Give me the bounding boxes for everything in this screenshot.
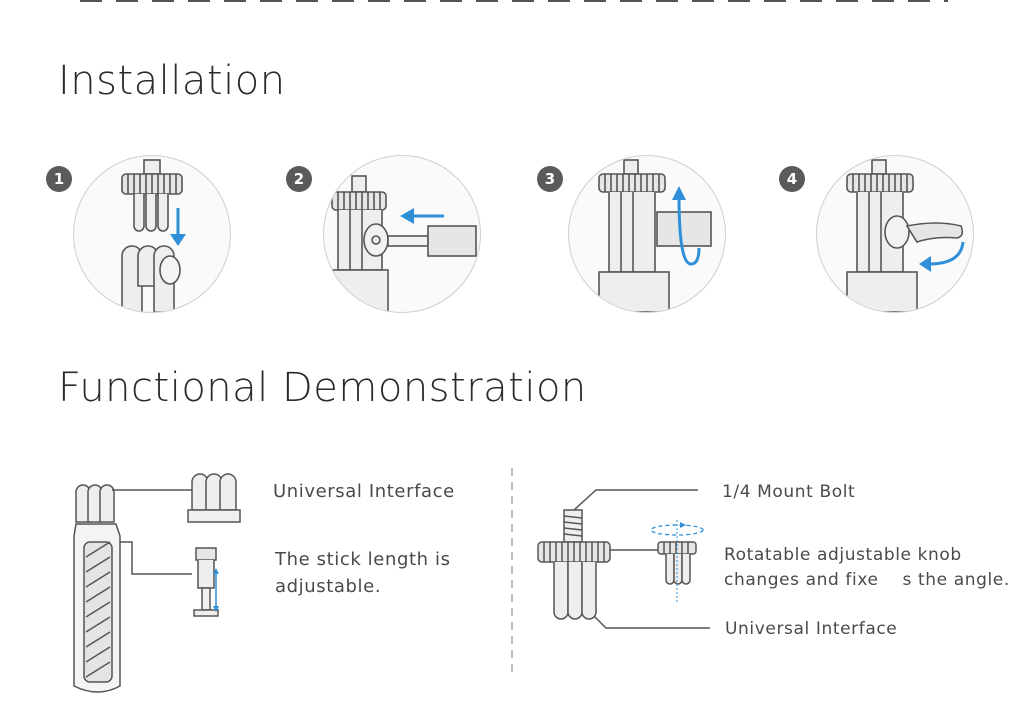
rotatable-knob-label-line2: changes and fixe s the angle. — [724, 570, 1010, 590]
step-1-badge: 1 — [46, 166, 72, 192]
stick-length-label-line2: adjustable. — [275, 576, 382, 597]
right-universal-interface-label: Universal Interface — [725, 619, 898, 639]
step-2-badge: 2 — [286, 166, 312, 192]
step-4-illustration — [816, 155, 974, 313]
left-universal-interface-label: Universal Interface — [273, 481, 455, 502]
functional-demonstration-title: Functional Demonstration — [58, 365, 587, 411]
rotatable-knob-label-line1: Rotatable adjustable knob — [724, 545, 962, 565]
vertical-dashed-divider — [511, 468, 513, 673]
step-3-badge: 3 — [537, 166, 563, 192]
step-3-illustration — [568, 155, 726, 313]
mount-bolt-label: 1/4 Mount Bolt — [722, 482, 856, 502]
mount-adapter-illustration — [537, 489, 710, 629]
stick-length-label-line1: The stick length is — [275, 549, 451, 570]
top-dashed-divider — [80, 0, 948, 2]
step-4-badge: 4 — [779, 166, 805, 192]
installation-title: Installation — [58, 58, 286, 104]
step-1-illustration — [73, 155, 231, 313]
selfie-stick-illustration — [73, 473, 241, 693]
step-2-illustration — [323, 155, 481, 313]
